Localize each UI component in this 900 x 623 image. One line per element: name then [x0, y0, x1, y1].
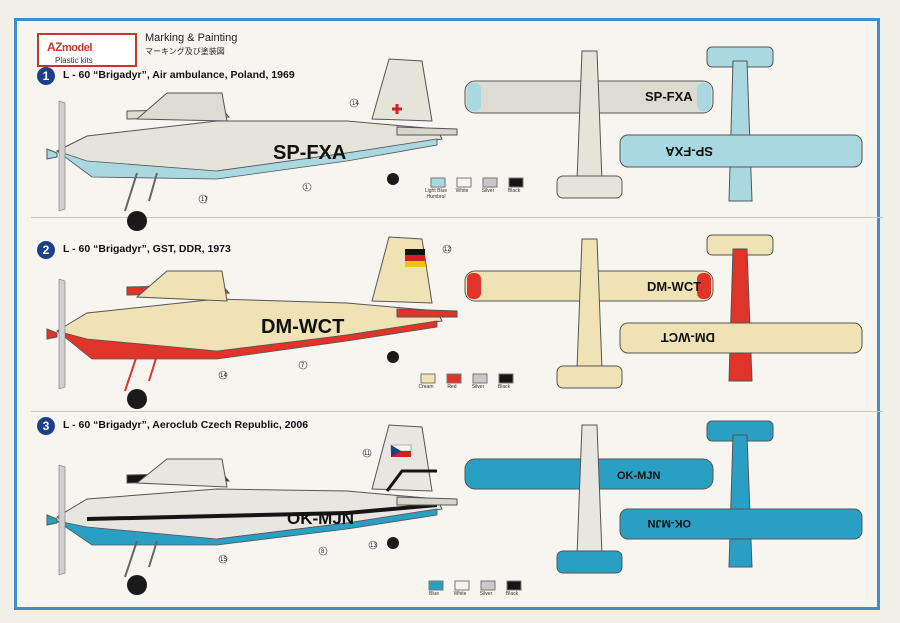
page-title: Marking & Painting [145, 32, 238, 44]
marking-sheet: AZmodel Plastic kits Marking & Painting … [14, 18, 883, 610]
section-number-1: 1 [37, 67, 55, 85]
svg-text:7: 7 [301, 363, 305, 369]
callout-markers: 14 17 1 12 14 7 11 15 8 13 [198, 98, 451, 564]
bottom-view-2: DM-WCT [619, 234, 863, 382]
section-divider [31, 217, 883, 218]
bottom-view-3: OK-MJN [619, 420, 863, 568]
swatches-3 [428, 580, 522, 591]
swatch-label: Red [447, 384, 457, 390]
svg-text:8: 8 [321, 549, 325, 555]
section-number-2: 2 [37, 241, 55, 259]
section-divider [31, 411, 883, 412]
swatches-2 [420, 373, 514, 384]
page-title-jp: マーキング及び塗装図 [145, 47, 225, 56]
top-view-3: OK-MJN [464, 424, 714, 574]
svg-text:SP-FXA: SP-FXA [645, 89, 693, 104]
aircraft-artwork: SP-FXA SP-FXA SP-FXA [46, 46, 863, 595]
svg-text:13: 13 [370, 543, 377, 549]
swatch-label: Black [507, 188, 521, 194]
svg-text:14: 14 [220, 373, 227, 379]
swatch-label: Blue [428, 591, 439, 597]
svg-text:DM-WCT: DM-WCT [661, 330, 715, 345]
brand-sub: Plastic kits [55, 56, 93, 65]
swatch-label: White [455, 188, 469, 194]
top-view-2: DM-WCT [464, 238, 714, 389]
section-title-1: L - 60 “Brigadyr”, Air ambulance, Poland… [63, 69, 295, 81]
svg-text:DM-WCT: DM-WCT [647, 279, 701, 294]
svg-text:OK-MJN: OK-MJN [648, 517, 691, 529]
swatch-label: White [453, 591, 467, 597]
top-view-1: SP-FXA [464, 50, 714, 199]
swatch-label: Silver [479, 591, 493, 597]
swatch-label: Silver [481, 188, 495, 194]
section-number-3: 3 [37, 417, 55, 435]
svg-text:17: 17 [201, 197, 208, 203]
brand-mark: AZ [47, 40, 63, 54]
az-model-logo: AZmodel Plastic kits [37, 33, 137, 67]
swatch-label: Light Blue Humbrol [424, 188, 448, 200]
swatch-label: Silver [471, 384, 485, 390]
swatch-label: Cream [418, 384, 434, 390]
swatches-1 [430, 177, 524, 188]
section-title-2: L - 60 “Brigadyr”, GST, DDR, 1973 [63, 243, 231, 255]
svg-text:15: 15 [220, 557, 227, 563]
svg-text:1: 1 [305, 185, 309, 191]
registration-side-1: SP-FXA [273, 142, 346, 164]
side-view-1: SP-FXA [46, 58, 458, 231]
svg-text:14: 14 [352, 101, 359, 107]
svg-text:SP-FXA: SP-FXA [665, 144, 713, 159]
side-view-2: DM-WCT [46, 236, 458, 409]
svg-text:OK-MJN: OK-MJN [617, 470, 660, 482]
swatch-label: Black [497, 384, 511, 390]
registration-side-3: OK-MJN [287, 509, 354, 528]
svg-text:11: 11 [364, 451, 371, 457]
svg-text:12: 12 [444, 247, 451, 253]
registration-side-2: DM-WCT [261, 316, 344, 338]
brand-suffix: model [62, 42, 92, 54]
bottom-view-1: SP-FXA [619, 46, 863, 202]
swatch-label: Black [505, 591, 519, 597]
brand-name: AZmodel [47, 36, 92, 56]
side-view-3: OK-MJN [46, 424, 458, 595]
section-title-3: L - 60 “Brigadyr”, Aeroclub Czech Republ… [63, 419, 309, 431]
